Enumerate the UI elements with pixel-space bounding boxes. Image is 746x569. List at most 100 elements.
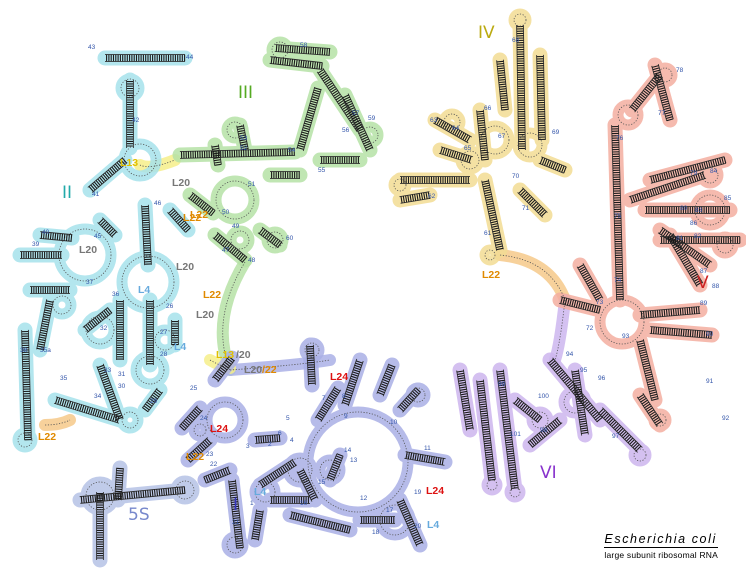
helix <box>400 176 470 184</box>
helix <box>396 498 424 547</box>
helix-strand <box>211 355 230 379</box>
loop <box>480 125 510 155</box>
protein-label-l4-c: L4 <box>254 486 266 498</box>
helix <box>404 451 446 466</box>
helix <box>559 296 601 314</box>
base-pairs <box>629 172 706 203</box>
domain-II-glow <box>12 50 196 453</box>
helix <box>53 396 122 424</box>
helix-number: 57 <box>352 110 360 117</box>
helix-number: 6 <box>278 430 282 437</box>
loop <box>120 78 140 98</box>
helix <box>257 226 283 249</box>
helix <box>141 387 164 413</box>
helix <box>628 171 707 204</box>
loop <box>393 178 407 192</box>
helix-number: 82 <box>694 233 702 240</box>
helix-number: 18 <box>372 529 380 536</box>
helix <box>639 306 701 319</box>
helix <box>203 466 232 484</box>
loop <box>215 180 255 220</box>
base-pairs <box>342 94 373 151</box>
helix-strand <box>80 492 186 504</box>
loop <box>226 121 244 139</box>
helix-strand <box>21 330 26 441</box>
domain-IV-structure <box>393 13 567 261</box>
base-pairs <box>168 208 191 233</box>
protein-label-l22-b: L22 <box>203 289 221 301</box>
helix-strand <box>438 152 472 164</box>
loop <box>484 249 496 261</box>
helix <box>251 509 264 541</box>
domain-link-glow <box>39 414 76 431</box>
helix-strand <box>597 412 638 453</box>
protein-label-l20-b: L20 <box>79 244 97 256</box>
base-pairs <box>611 125 624 300</box>
helix-strand <box>96 366 118 422</box>
base-pairs <box>315 387 341 421</box>
helix-strand <box>456 370 468 431</box>
helix-number: 68 <box>512 37 520 44</box>
loop <box>206 401 244 439</box>
loop <box>509 486 521 498</box>
helix-number: 22 <box>210 461 218 468</box>
helix <box>97 217 118 238</box>
base-pairs <box>179 406 202 431</box>
protein-label-l20-e: /20 <box>236 349 251 361</box>
base-pairs <box>539 157 567 174</box>
helix-strand <box>482 379 496 480</box>
helix-number: 48 <box>248 257 256 264</box>
loop <box>701 166 719 184</box>
helix-strand <box>402 391 421 413</box>
domain-III-structure <box>179 41 379 263</box>
protein-label-l24-a: L24 <box>330 371 348 383</box>
helix <box>512 396 543 424</box>
helix-number: 32 <box>100 325 108 332</box>
base-pairs <box>213 233 248 263</box>
helix-strand <box>639 306 700 313</box>
helix-strand <box>496 60 503 111</box>
helix <box>496 369 519 491</box>
helix-number: 65 <box>464 145 472 152</box>
helix-number: 5 <box>286 415 290 422</box>
helix-number: 63 <box>430 117 438 124</box>
helix-strand <box>141 205 146 266</box>
helix-number: 98 <box>540 427 548 434</box>
base-pairs <box>321 156 359 164</box>
helix-number: 12 <box>360 495 368 502</box>
helix-strand <box>179 148 295 153</box>
base-pairs <box>456 370 474 430</box>
loop <box>513 13 527 27</box>
helix-number: 97 <box>612 433 620 440</box>
helix-strand <box>661 226 713 263</box>
base-pairs <box>36 300 54 351</box>
base-pairs <box>126 81 134 147</box>
helix-glow <box>207 350 240 388</box>
helix-strand <box>476 380 490 481</box>
base-pairs <box>185 438 212 463</box>
helix-strand <box>102 217 118 233</box>
helix <box>126 80 134 148</box>
helix-number: 85 <box>724 195 732 202</box>
base-pairs <box>40 231 73 242</box>
helix <box>476 109 489 161</box>
base-pairs <box>180 148 295 159</box>
loop <box>271 41 289 59</box>
base-pairs <box>560 296 601 314</box>
helix-number: 24 <box>200 415 208 422</box>
helix-number: 100 <box>538 393 549 400</box>
helix-number: 96 <box>598 375 606 382</box>
helix-number: 10 <box>390 419 398 426</box>
helix-number: 67 <box>498 133 506 140</box>
helix-strand <box>482 109 489 160</box>
helix-number: 47 <box>222 247 230 254</box>
base-pairs <box>297 469 318 501</box>
helix <box>645 206 730 214</box>
base-pairs <box>212 356 235 382</box>
helix <box>341 93 374 152</box>
helix-number: 76 <box>616 135 624 142</box>
helix-number: 9 <box>344 413 348 420</box>
helix-number: 39 <box>32 241 40 248</box>
helix-number: 55 <box>318 167 326 174</box>
helix <box>397 387 421 413</box>
